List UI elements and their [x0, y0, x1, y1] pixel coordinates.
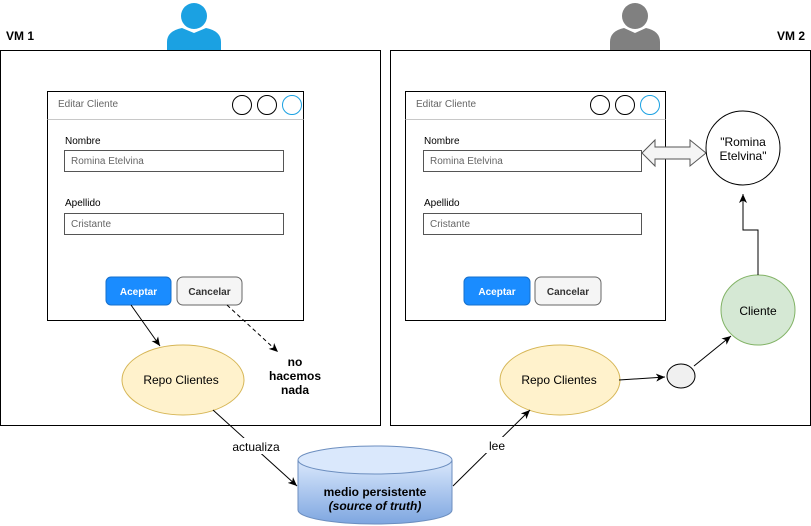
read-label: lee [489, 439, 505, 453]
storage-label-line1: medio persistente [324, 485, 427, 499]
cliente-node-label: Cliente [739, 304, 777, 318]
nombre-label: Nombre [65, 136, 101, 147]
cancel-button-label: Cancelar [547, 287, 589, 298]
object-node [666, 363, 696, 389]
nombre-label: Nombre [424, 136, 460, 147]
user-icon [167, 3, 221, 50]
accept-button[interactable] [105, 276, 172, 306]
no-action-note: no hacemos nada [269, 355, 321, 397]
cancel-button-label: Cancelar [188, 287, 230, 298]
svg-text:hacemos: hacemos [269, 369, 321, 383]
nombre-input-value: Romina Etelvina [71, 156, 144, 167]
storage-label-line2: (source of truth) [329, 499, 422, 513]
accept-to-repo-arrow [130, 304, 161, 347]
accept-button[interactable] [463, 276, 531, 306]
repo-clientes-vm1-label: Repo Clientes [143, 373, 218, 387]
edit-client-window-vm1: Editar Cliente Nombre Romina Etelvina Ap… [47, 91, 304, 321]
circle-window-button-icon[interactable] [640, 95, 660, 115]
accept-button-label: Aceptar [120, 287, 157, 298]
value-bubble-line1: "Romina [720, 135, 766, 149]
svg-text:no: no [288, 355, 303, 369]
cliente-to-value-arrow [739, 194, 759, 275]
user-icon [610, 3, 660, 50]
update-label-bg [228, 438, 284, 454]
apellido-input-value: Cristante [71, 219, 111, 230]
circle-window-button-icon[interactable] [615, 95, 635, 115]
circle-window-button-icon[interactable] [282, 95, 302, 115]
repo-clientes-vm1 [121, 344, 245, 416]
window-title: Editar Cliente [416, 99, 476, 110]
svg-text:nada: nada [281, 383, 309, 397]
repo-clientes-vm2-label: Repo Clientes [521, 373, 596, 387]
nombre-input[interactable] [423, 150, 642, 172]
circle-window-button-icon[interactable] [590, 95, 610, 115]
apellido-input[interactable] [64, 213, 284, 235]
cancel-button[interactable] [176, 276, 243, 306]
accept-button-label: Aceptar [478, 287, 515, 298]
nombre-input[interactable] [64, 150, 284, 172]
apellido-input[interactable] [423, 213, 642, 235]
edit-client-window-vm2: Editar Cliente Nombre Romina Etelvina Ap… [405, 91, 666, 321]
persistent-storage-cylinder [297, 445, 453, 525]
apellido-label: Apellido [65, 198, 101, 209]
cancel-dashed-arrow [226, 304, 279, 353]
value-bubble [705, 110, 781, 186]
read-label-bg [484, 437, 510, 453]
circle-window-button-icon[interactable] [232, 95, 252, 115]
vm2-title: VM 2 [777, 29, 805, 43]
repo-to-object-arrow [618, 373, 666, 382]
circle-window-button-icon[interactable] [257, 95, 277, 115]
update-label: actualiza [232, 440, 280, 454]
value-bubble-line2: Etelvina" [720, 149, 767, 163]
window-title: Editar Cliente [58, 99, 118, 110]
cancel-button[interactable] [534, 276, 602, 306]
apellido-label: Apellido [424, 198, 460, 209]
vm1-title: VM 1 [6, 29, 34, 43]
object-to-cliente-arrow [693, 335, 732, 367]
nombre-input-value: Romina Etelvina [430, 156, 503, 167]
apellido-input-value: Cristante [430, 219, 470, 230]
